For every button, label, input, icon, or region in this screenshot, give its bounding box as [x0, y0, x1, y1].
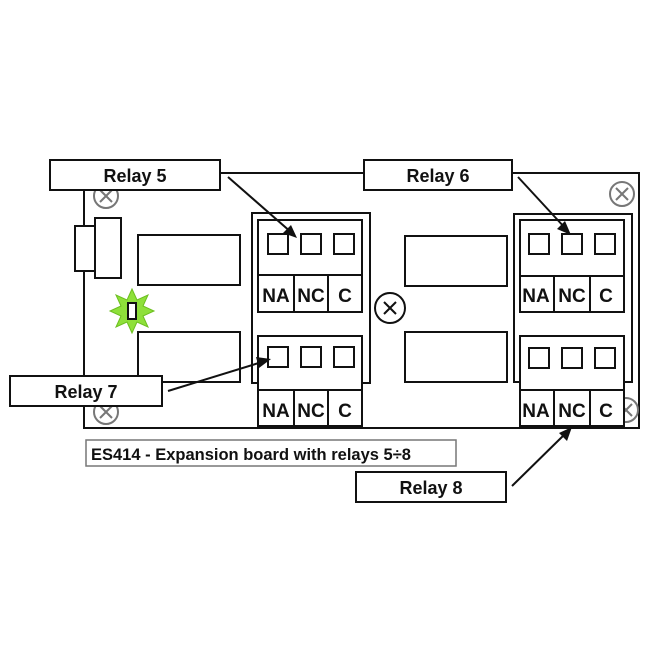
- relay-body-6: [404, 235, 508, 287]
- relay-body-8: [404, 331, 508, 383]
- relay-body-5: [137, 234, 241, 286]
- callout-relay-8-label: Relay 8: [399, 478, 462, 498]
- arrowhead-relay-5: [283, 225, 297, 238]
- terminal-label-nc: NC: [558, 286, 586, 307]
- terminal-label-c: C: [599, 286, 613, 307]
- terminal-label-na: NA: [262, 401, 290, 422]
- led-indicator-icon: [108, 287, 156, 335]
- terminal-block-relay-7: NA NC C: [257, 335, 363, 427]
- terminal-label-na: NA: [522, 286, 550, 307]
- arrowhead-relay-7: [256, 357, 271, 368]
- terminal-label-na: NA: [262, 286, 290, 307]
- callout-relay-8: Relay 8: [355, 471, 507, 503]
- arrow-relay-6: [517, 176, 567, 230]
- terminal-label-c: C: [338, 401, 352, 422]
- terminal-block-relay-6: NA NC C: [519, 219, 625, 313]
- callout-relay-7-label: Relay 7: [54, 382, 117, 402]
- terminal-block-relay-8: NA NC C: [519, 335, 625, 427]
- terminal-label-c: C: [599, 401, 613, 422]
- callout-relay-5: Relay 5: [49, 159, 221, 191]
- side-connector: [74, 217, 122, 279]
- terminal-label-nc: NC: [558, 401, 586, 422]
- arrow-relay-5: [227, 176, 293, 234]
- terminal-label-nc: NC: [297, 286, 325, 307]
- terminal-label-na: NA: [522, 401, 550, 422]
- arrow-relay-7: [167, 361, 263, 392]
- callout-relay-5-label: Relay 5: [103, 166, 166, 186]
- arrowhead-relay-8: [559, 427, 572, 441]
- center-screw-icon: [374, 292, 406, 324]
- callout-relay-6-label: Relay 6: [406, 166, 469, 186]
- callout-relay-6: Relay 6: [363, 159, 513, 191]
- mounting-screw-icon: [609, 181, 635, 207]
- board-caption-text: ES414 - Expansion board with relays 5÷8: [91, 446, 411, 464]
- board-caption: ES414 - Expansion board with relays 5÷8: [85, 439, 457, 467]
- terminal-label-c: C: [338, 286, 352, 307]
- callout-relay-7: Relay 7: [9, 375, 163, 407]
- arrow-relay-8: [511, 432, 567, 487]
- terminal-label-nc: NC: [297, 401, 325, 422]
- callout-arrows: [167, 176, 572, 487]
- terminal-block-relay-5: NA NC C: [257, 219, 363, 313]
- arrowhead-relay-6: [557, 221, 571, 235]
